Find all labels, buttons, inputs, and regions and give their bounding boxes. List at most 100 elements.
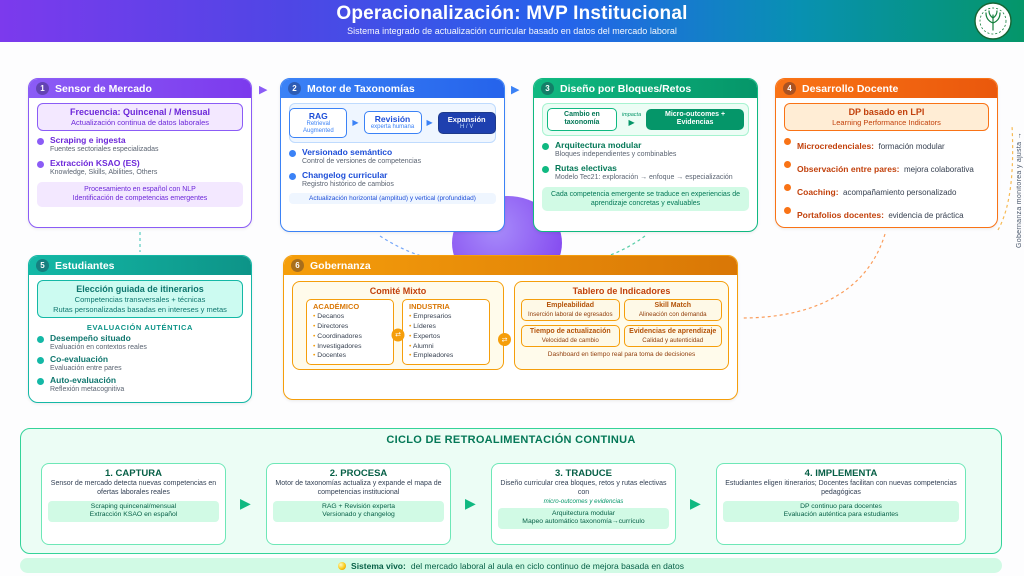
page-header: Operacionalización: MVP Institucional Si… <box>0 0 1024 42</box>
bullet-item: Coaching: acompañamiento personalizado <box>784 182 989 200</box>
comite-mixto-panel: Comité Mixto ACADÉMICO Decanos Directore… <box>292 281 504 371</box>
bullet-rest: formación modular <box>878 142 945 151</box>
indicator-sub: Velocidad de cambio <box>541 337 599 345</box>
bullet-title: Rutas electivas <box>555 162 617 173</box>
flow-box-sub: experta humana <box>370 124 415 131</box>
list-item: Coordinadores <box>313 332 387 342</box>
highlight-sub: Actualización continua de datos laborale… <box>70 118 209 127</box>
step-title: 4. IMPLEMENTA <box>804 468 878 479</box>
card-gobernanza: 6 Gobernanza Comité Mixto ACADÉMICO Deca… <box>283 255 738 400</box>
flow-box-title: Revisión <box>374 114 411 125</box>
step-box-line: Versionado y changelog <box>322 511 395 519</box>
bullet-title: Scraping e ingesta <box>50 135 126 145</box>
bullet-dot <box>37 378 44 386</box>
card-footnote: Actualización horizontal (amplitud) y ve… <box>289 193 496 205</box>
card-title: Desarrollo Docente <box>802 82 899 95</box>
step-box-line: Scraping quincenal/mensual <box>90 502 177 510</box>
list-item: Empresarios <box>409 312 483 322</box>
process-flow: RAG Retrieval Augmented ▶ Revisión exper… <box>289 103 496 143</box>
bullet-title: Changelog curricular <box>302 169 388 180</box>
highlight-box: Elección guiada de itinerarios Competenc… <box>37 280 243 318</box>
bullet-item: Arquitectura modular Bloques independien… <box>542 139 749 159</box>
bullet-rest: acompañamiento personalizado <box>843 188 957 197</box>
card-estudiantes: 5 Estudiantes Elección guiada de itinera… <box>28 255 252 403</box>
list-item: Líderes <box>409 322 483 332</box>
highlight-title: DP basado en LPI <box>848 107 925 117</box>
indicator-title: Skill Match <box>654 302 692 309</box>
step-box: Scraping quincenal/mensual Extracción KS… <box>48 500 219 523</box>
step-title: 2. PROCESA <box>329 468 388 479</box>
bullet-item: Microcredenciales: formación modular <box>784 136 989 154</box>
flow-arrow: impacta ▶ <box>622 112 641 127</box>
bullet-dot <box>289 172 296 180</box>
step-number-badge: 5 <box>36 259 49 272</box>
step-box-line: Arquitectura modular <box>551 509 616 517</box>
bullet-dot <box>784 184 791 191</box>
flow-box-sub: H / V <box>459 123 474 130</box>
step-title: 1. CAPTURA <box>104 468 162 479</box>
cycle-step-captura: 1. CAPTURA Sensor de mercado detecta nue… <box>41 463 226 545</box>
indicator-title: Empleabilidad <box>546 302 594 309</box>
bullet-lead: Microcredenciales: <box>797 141 875 151</box>
bullet-item: Co-evaluación Evaluación entre pares <box>37 354 243 373</box>
flow-box-title: Expansión <box>447 114 486 124</box>
step-desc: Diseño curricular crea bloques, retos y … <box>500 480 667 496</box>
bullet-lead: Portafolios docentes: <box>797 210 884 220</box>
list-item: Investigadores <box>313 342 387 352</box>
list-item: Directores <box>313 322 387 332</box>
bullet-item: Auto-evaluación Reflexión metacognitiva <box>37 376 243 394</box>
cycle-arrow-icon: ▶ <box>465 495 476 511</box>
bulb-icon <box>338 561 347 570</box>
card-footnote: Cada competencia emergente se traduce en… <box>542 187 749 212</box>
indicator-cell: Skill Match Alineación con demanda <box>623 299 722 322</box>
list-header: ACADÉMICO <box>313 302 360 311</box>
list-header: INDUSTRIA <box>409 302 450 311</box>
flow-arrow-label: impacta <box>621 111 642 118</box>
dashboard-note: Dashboard en tiempo real para toma de de… <box>547 351 696 359</box>
exchange-icon: ⇄ <box>498 333 511 346</box>
bullet-dot <box>784 207 791 214</box>
bullet-lead: Coaching: <box>797 187 839 197</box>
page-title: Operacionalización: MVP Institucional <box>336 3 688 24</box>
highlight-title: Elección guiada de itinerarios <box>76 284 204 294</box>
highlight-box: Frecuencia: Quincenal / Mensual Actualiz… <box>37 103 243 131</box>
card-header: 4 Desarrollo Docente <box>776 79 997 98</box>
card-title: Estudiantes <box>55 259 115 272</box>
bottom-strip-text: del mercado laboral al aula en ciclo con… <box>410 560 684 571</box>
step-box-line: Extracción KSAO en español <box>89 511 178 519</box>
highlight-sub: Rutas personalizadas basadas en interese… <box>53 305 227 314</box>
flow-box-title: RAG <box>308 111 328 121</box>
bullet-item: Observación entre pares: mejora colabora… <box>784 159 989 177</box>
bullet-sub: Evaluación entre pares <box>50 364 122 372</box>
flow-arrow-icon: ▶ <box>628 117 635 127</box>
section-label: EVALUACIÓN AUTÉNTICA <box>86 323 194 332</box>
step-box-line: Mapeo automático taxonomía→currículo <box>522 518 645 526</box>
card-footnote: Procesamiento en español con NLP Identif… <box>37 182 243 207</box>
bullet-rest: mejora colaborativa <box>903 165 974 174</box>
flow-box-rag: RAG Retrieval Augmented <box>289 108 348 138</box>
flow-box-sub: Retrieval Augmented <box>302 121 334 134</box>
card-title: Gobernanza <box>310 259 371 272</box>
step-desc: Estudiantes eligen itinerarios; Docentes… <box>725 480 957 496</box>
highlight-box: DP basado en LPI Learning Performance In… <box>784 103 989 131</box>
process-flow: Cambio en taxonomía impacta ▶ Micro-outc… <box>542 103 749 136</box>
bullet-title: Arquitectura modular <box>555 139 642 150</box>
card-header: 5 Estudiantes <box>29 256 251 275</box>
bullet-lead: Observación entre pares: <box>797 164 900 174</box>
step-box-line: DP continuo para docentes <box>800 502 882 510</box>
governance-side-note: Gobernanza monitorea y ajusta → <box>1016 132 1023 248</box>
list-item: Alumni <box>409 342 483 352</box>
highlight-title: Frecuencia: Quincenal / Mensual <box>69 107 211 117</box>
bullet-sub: Control de versiones de competencias <box>302 157 422 165</box>
bullet-dot <box>542 165 549 173</box>
bullet-dot <box>37 138 44 145</box>
highlight-sub: Learning Performance Indicators <box>832 118 941 127</box>
indicator-cell: Empleabilidad Inserción laboral de egres… <box>521 299 620 322</box>
list-item: Empleadores <box>409 351 483 361</box>
flow-box-micro-outcomes: Micro-outcomes + Evidencias <box>646 109 744 130</box>
bullet-dot <box>784 161 791 168</box>
bullet-title: Versionado semántico <box>302 146 393 157</box>
indicator-cell: Tiempo de actualización Velocidad de cam… <box>521 325 620 348</box>
bullet-item: Portafolios docentes: evidencia de práct… <box>784 205 989 223</box>
bullet-dot <box>542 142 549 150</box>
